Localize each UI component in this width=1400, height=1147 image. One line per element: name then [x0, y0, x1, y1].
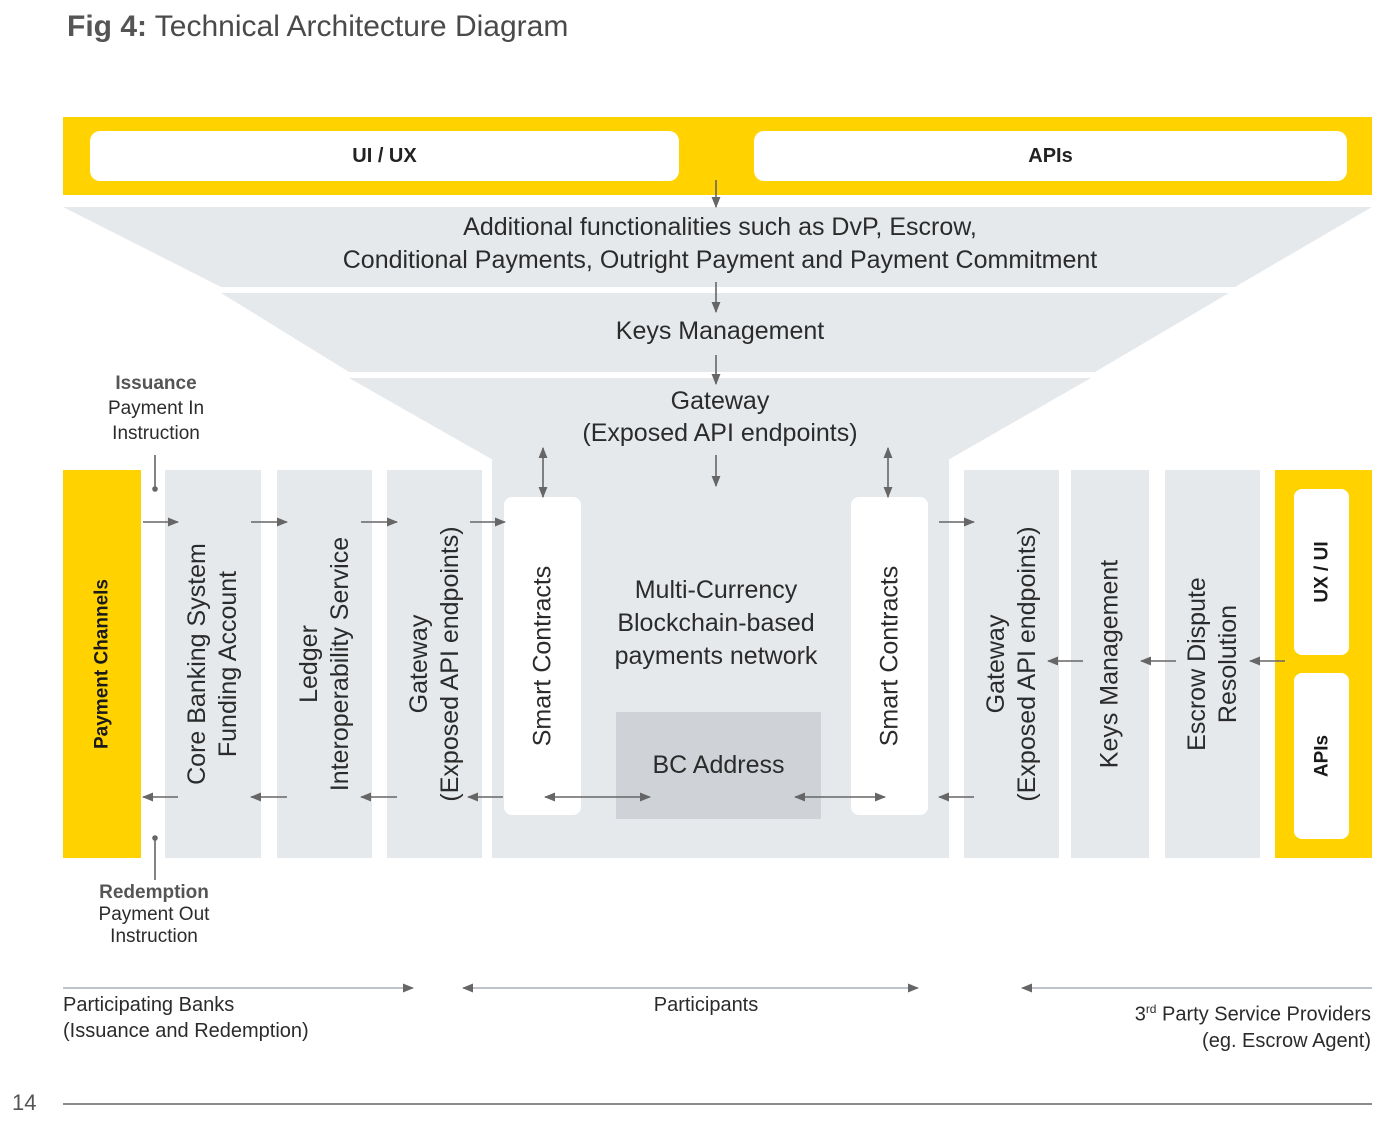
- network-line-3: payments network: [614, 642, 818, 670]
- bc-address-box: BC Address: [616, 712, 821, 819]
- escrow-column: Escrow Dispute Resolution: [1165, 470, 1260, 858]
- keys-management-layer: [221, 293, 1229, 372]
- smart-contracts-right: Smart Contracts: [851, 497, 928, 815]
- redemption-title: Redemption: [99, 882, 209, 903]
- page-number: 14: [12, 1090, 37, 1115]
- issuance-dot: [152, 486, 158, 492]
- additional-functionalities-layer: [63, 207, 1372, 287]
- figure-number: Fig 4:: [67, 10, 147, 43]
- third-party-ordinal: 3: [1134, 1003, 1146, 1026]
- gateway-line-2: (Exposed API endpoints): [582, 419, 858, 447]
- redemption-line-2: Instruction: [110, 926, 198, 947]
- network-line-2: Blockchain-based: [617, 609, 815, 637]
- additional-line-1: Additional functionalities such as DvP, …: [463, 213, 977, 241]
- keys-management-column: Keys Management: [1071, 470, 1149, 858]
- redemption-label: Redemption Payment Out Instruction: [84, 882, 224, 948]
- redemption-line-1: Payment Out: [98, 904, 210, 925]
- ledger-column: Ledger Interoperability Service: [277, 470, 372, 858]
- third-party-line-1-rest: Party Service Providers: [1156, 1003, 1371, 1026]
- issuance-line-2: Instruction: [112, 423, 200, 444]
- additional-line-2: Conditional Payments, Outright Payment a…: [342, 246, 1098, 274]
- issuance-title: Issuance: [115, 373, 197, 394]
- core-banking-column: Core Banking System Funding Account: [165, 470, 261, 858]
- participating-banks-line-2: (Issuance and Redemption): [63, 1020, 309, 1042]
- network-line-1: Multi-Currency: [634, 576, 798, 604]
- additional-functionalities-text: Additional functionalities such as DvP, …: [250, 211, 1190, 277]
- third-party-line-2: (eg. Escrow Agent): [1202, 1029, 1371, 1052]
- network-description: Multi-Currency Blockchain-based payments…: [580, 574, 852, 673]
- third-party-label: 3rd Party Service Providers (eg. Escrow …: [1135, 996, 1371, 1054]
- gateway-line-1: Gateway: [670, 387, 770, 415]
- third-party-superscript: rd: [1145, 1002, 1157, 1016]
- participants-label: Participants: [653, 994, 759, 1016]
- third-party-line-1: 3rd Party Service Providers: [1135, 996, 1371, 1028]
- gateway-text: Gateway (Exposed API endpoints): [470, 385, 970, 449]
- figure-title-text: Technical Architecture Diagram: [154, 10, 569, 43]
- ux-ui-box: UX / UI: [1294, 489, 1349, 655]
- gateway-layer: [349, 378, 1091, 460]
- issuance-label: Issuance Payment In Instruction: [86, 371, 226, 446]
- participating-banks-line-1: Participating Banks: [63, 994, 235, 1016]
- bc-address-label: BC Address: [652, 751, 785, 779]
- gateway-right-column: Gateway (Exposed API endpoints): [964, 470, 1059, 858]
- issuance-line-1: Payment In: [107, 398, 205, 419]
- smart-contracts-left: Smart Contracts: [504, 497, 581, 815]
- ui-ux-label: UI / UX: [352, 144, 417, 167]
- apis-box: APIs: [754, 131, 1347, 181]
- redemption-dot: [152, 835, 158, 841]
- participating-banks-label: Participating Banks (Issuance and Redemp…: [63, 992, 309, 1044]
- apis-label: APIs: [1028, 144, 1073, 167]
- payment-channels-bar: Payment Channels: [63, 470, 141, 858]
- ui-ux-box: UI / UX: [90, 131, 679, 181]
- apis-side-box: APIs: [1294, 673, 1349, 839]
- gateway-left-column: Gateway (Exposed API endpoints): [387, 470, 482, 858]
- keys-management-text: Keys Management: [615, 317, 825, 345]
- figure-title: Fig 4: Technical Architecture Diagram: [67, 10, 568, 44]
